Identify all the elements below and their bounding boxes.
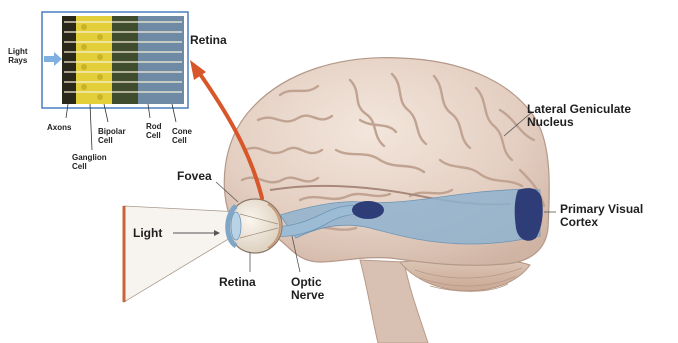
light-rays-label-line2: Rays — [8, 56, 28, 65]
cone-cell-label-line2: Cell — [172, 136, 192, 145]
bipolar-cell-label: Bipolar Cell — [98, 127, 126, 145]
rod-cell-label: Rod Cell — [146, 122, 162, 140]
rod-cell-label-line1: Rod — [146, 122, 162, 131]
lgn-label: Lateral Geniculate Nucleus — [527, 103, 631, 129]
light-rays-label: Light Rays — [8, 47, 28, 65]
axons-label: Axons — [47, 123, 71, 132]
eyeball — [228, 199, 282, 253]
retina-label: Retina — [219, 276, 256, 289]
ganglion-cell-label: Ganglion Cell — [72, 153, 107, 171]
cone-cell-label-line1: Cone — [172, 127, 192, 136]
visual-cortex-label-line2: Cortex — [560, 216, 643, 229]
bipolar-cell-label-line1: Bipolar — [98, 127, 126, 136]
primary-visual-cortex-area — [515, 188, 543, 241]
rod-cell-label-line2: Cell — [146, 131, 162, 140]
ganglion-cell-label-line1: Ganglion — [72, 153, 107, 162]
lateral-geniculate-nucleus — [352, 201, 384, 219]
visual-cortex-label: Primary Visual Cortex — [560, 203, 643, 229]
ganglion-cell-label-line2: Cell — [72, 162, 107, 171]
lgn-label-line2: Nucleus — [527, 116, 631, 129]
bipolar-cell-label-line2: Cell — [98, 136, 126, 145]
fovea-label: Fovea — [177, 170, 212, 183]
optic-nerve-label: Optic Nerve — [291, 276, 324, 302]
cone-cell-label: Cone Cell — [172, 127, 192, 145]
light-rays-label-line1: Light — [8, 47, 28, 56]
inset-retina-label: Retina — [190, 34, 227, 47]
light-label: Light — [133, 227, 162, 240]
optic-nerve-label-line2: Nerve — [291, 289, 324, 302]
